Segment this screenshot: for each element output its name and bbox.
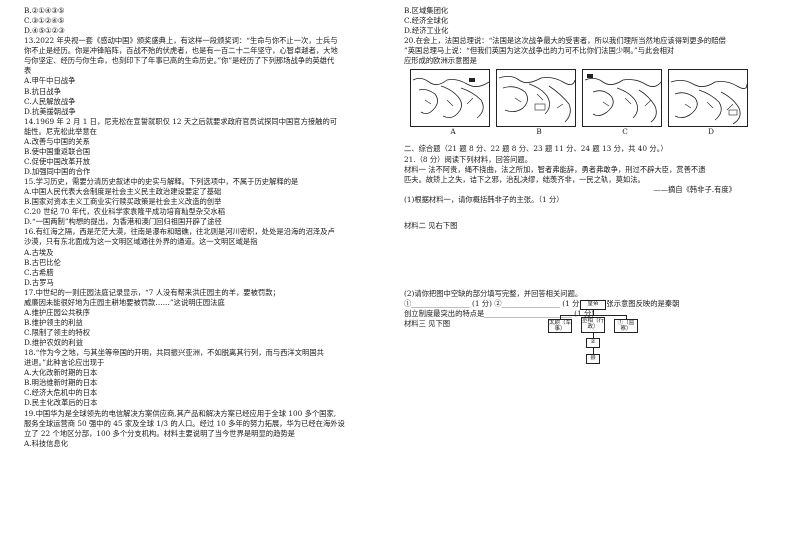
left-column: B.②①④③⑤ C.③①②④⑤ D.④⑤①②③ 13.2022 年央视一套《感动… xyxy=(24,6,394,449)
chart-connector xyxy=(626,315,627,319)
chart-connector xyxy=(593,348,594,354)
map-label-b: B xyxy=(536,127,542,137)
option-a: A.大化改新时期的日本 xyxy=(24,368,98,378)
chart-box-chengxiang: 丞相（行政） xyxy=(581,317,605,333)
question-16-text: 沙漠，只有东北面成为这一文明区域通往外界的通道。这一文明区域是指 xyxy=(24,237,258,247)
question-18-text: 18.“作为今之地，与其坐等帝国的开明，共同振兴亚洲，不如脱离其行列，而与西洋文… xyxy=(24,348,324,358)
europe-map-a xyxy=(410,69,490,128)
map-label-c: C xyxy=(622,127,628,137)
option-d: D.民主化改革后的日本 xyxy=(24,398,98,408)
option-b: B.古巴比伦 xyxy=(24,257,61,267)
option-line: C.③①②④⑤ xyxy=(24,16,65,26)
question-13-text: 你不止是经历。你是冲锋陷阵，百战不殆的伏虎者，也是有一百二十二年坚守，心智卓越者… xyxy=(24,46,338,56)
question-15-text: 15.学习历史，需要分清历史叙述中的史实与解释。下列选项中，不属于历史解释的是 xyxy=(24,177,299,187)
section-heading: 二、综合题（21 题 8 分、22 题 8 分、23 题 11 分、24 题 1… xyxy=(404,144,668,154)
question-14-text: 能性。尼克松此举意在 xyxy=(24,126,97,136)
option-a: A.改善与中国的关系 xyxy=(24,136,90,146)
option-a: A.甲午中日战争 xyxy=(24,76,76,86)
question-17-text: 威廉因未能很好地为庄园主耕地要被罚款……”这说明庄园法庭 xyxy=(24,297,225,307)
option-d: D.维护农奴的利益 xyxy=(24,338,83,348)
chart-box-xian: 县 xyxy=(586,354,600,364)
chart-connector xyxy=(593,310,594,315)
option-a: A.中国人民代表大会制度是社会主义民主政治建设要定了基础 xyxy=(24,187,222,197)
option-b: B.抗日战争 xyxy=(24,86,61,96)
material-1-text: 材料一 法不阿贵，绳不挠曲，法之所加，智者弗能辞，勇者弗敢争，刑过不辟大臣，赏善… xyxy=(404,164,706,174)
question-21-1: (1)根据材料一，请你概括韩非子的主张。（1 分） xyxy=(404,194,564,204)
question-20-text: 20.在会上，法国总理说：“法国是这次战争最大的受害者，所以我们理所当然地应该得… xyxy=(404,36,726,46)
map-letters: A B C D xyxy=(410,127,776,137)
option-line: B.②①④③⑤ xyxy=(24,6,65,15)
question-19-text: 19.中国华为是全球领先的电信解决方案供应商,其产品和解决方案已经应用于全球 1… xyxy=(24,408,337,418)
option-d: D.“一国两制”构想的提出，为香港和澳门回归祖国开辟了途径 xyxy=(24,217,222,227)
map-label-d: D xyxy=(708,127,714,137)
question-20-text: 应形成的欧洲示意图是 xyxy=(404,56,477,66)
qin-government-chart: 皇帝 太尉（军事） 丞相（行政） ①（监察） ② 县 xyxy=(548,300,638,366)
map-label-a: A xyxy=(450,127,456,137)
question-18-text: 进退。”此种言论应出现于 xyxy=(24,358,105,368)
chart-top-box: 皇帝 xyxy=(580,300,606,310)
option-b: B.区域集团化 xyxy=(404,6,449,15)
option-b: B.维护领主的利益 xyxy=(24,317,83,327)
question-14-text: 14.1969 年 2 月 1 日，尼克松在宣誓就职仅 12 天之后就要求政府官… xyxy=(24,116,338,126)
option-d: D.加强同中国的合作 xyxy=(24,167,91,176)
question-21-2: (2)请你把图中空缺的部分填写完整，并回答相关问题。 xyxy=(404,288,583,298)
question-16-text: 16.有红海之隔，西是茫茫大漠，往南是瀑布和暗礁，往北则是河川密织，处处是沿海的… xyxy=(24,227,335,237)
question-13-text: 13.2022 年央视一套《感动中国》颁奖盛典上，有这样一段颁奖词：“生命与你不… xyxy=(24,36,338,46)
option-c: C.经济全球化 xyxy=(404,16,449,26)
question-13-text: 表 xyxy=(24,66,32,76)
option-c: C.限制了领主的特权 xyxy=(24,328,91,337)
option-a: A.维护庄园公共秩序 xyxy=(24,307,90,317)
option-b: B.明治维新时期的日本 xyxy=(24,378,98,388)
right-column: B.区域集团化 C.经济全球化 D.经济工业化 20.在会上，法国总理说：“法国… xyxy=(404,6,776,329)
material-2-row: 材料二 见右下图 xyxy=(404,221,776,231)
option-b: B.国家对资本主义工商业实行赎买政策是社会主义改造的创举 xyxy=(24,197,222,207)
option-a: A.科技信息化 xyxy=(24,438,69,448)
option-c: C.经济大危机中的日本 xyxy=(24,388,98,398)
option-d: D.经济工业化 xyxy=(404,26,449,36)
option-line: D.④⑤①②③ xyxy=(24,26,65,36)
option-a: A.古埃及 xyxy=(24,247,54,257)
europe-map-d xyxy=(668,69,748,128)
option-c: C.人民解放战争 xyxy=(24,96,76,106)
europe-map-c xyxy=(582,69,662,128)
europe-map-options xyxy=(410,69,776,128)
chart-box-blank-2: ② xyxy=(586,338,600,348)
option-c: C.20 世纪 70 年代，农业科学家袁隆平成功培育籼型杂交水稻 xyxy=(24,207,225,217)
material-3-label: 材料三 见下图 xyxy=(404,319,451,329)
option-d: D.古罗马 xyxy=(24,277,54,287)
question-19-text: 服务全球运营商 50 强中的 45 家及全球 1/3 的人口。经过 10 多年的… xyxy=(24,418,345,428)
question-13-text: 与你坚定、经历与你生命，也刻印下了年事已高的生命历史。”你”是经历了下列那场战争… xyxy=(24,56,335,66)
chart-connector xyxy=(560,315,626,316)
material-2-label: 材料二 见右下图 xyxy=(404,220,458,230)
chart-spacer xyxy=(404,231,776,289)
question-19-text: 立了 22 个地区分部，100 多个分支机构。材料主要说明了当今世界是明显的趋势… xyxy=(24,428,295,438)
option-b: B.使中国重返联合国 xyxy=(24,146,91,156)
chart-box-taiwei: 太尉（军事） xyxy=(548,319,572,333)
material-1-source: ——摘自《韩非子.有度》 xyxy=(653,184,736,194)
option-d: D.抗美援朝战争 xyxy=(24,106,76,116)
question-21-text: 21.（8 分）阅读下列材料，回答问题。 xyxy=(404,154,533,164)
option-c: C.古希腊 xyxy=(24,267,54,277)
answer-blank-line[interactable]: ①________________ (1 分) ②_______________… xyxy=(404,298,680,308)
chart-connector xyxy=(560,315,561,319)
answer-blank-line[interactable]: 创立制度最突出的特点是________________________ (1 分… xyxy=(404,309,595,318)
option-c: C.促使中国改革开放 xyxy=(24,156,91,166)
europe-map-b xyxy=(496,69,576,128)
chart-box-blank-1: ①（监察） xyxy=(614,319,638,333)
question-17-text: 17.中世纪的一则庄园法庭记录显示，“7 人没有帮来洪庄园主的羊，要被罚款； xyxy=(24,287,280,297)
question-20-text: ”英国总理马上说：“但我们英国为这次战争出的力可不比你们法国少啊。”与此会相对 xyxy=(404,46,675,56)
material-1-text: 匹夫。故矫上之失，诘下之邪，治乱决缪，绌羡齐非，一民之轨，莫如法。 xyxy=(404,174,645,184)
chart-connector xyxy=(593,333,594,338)
